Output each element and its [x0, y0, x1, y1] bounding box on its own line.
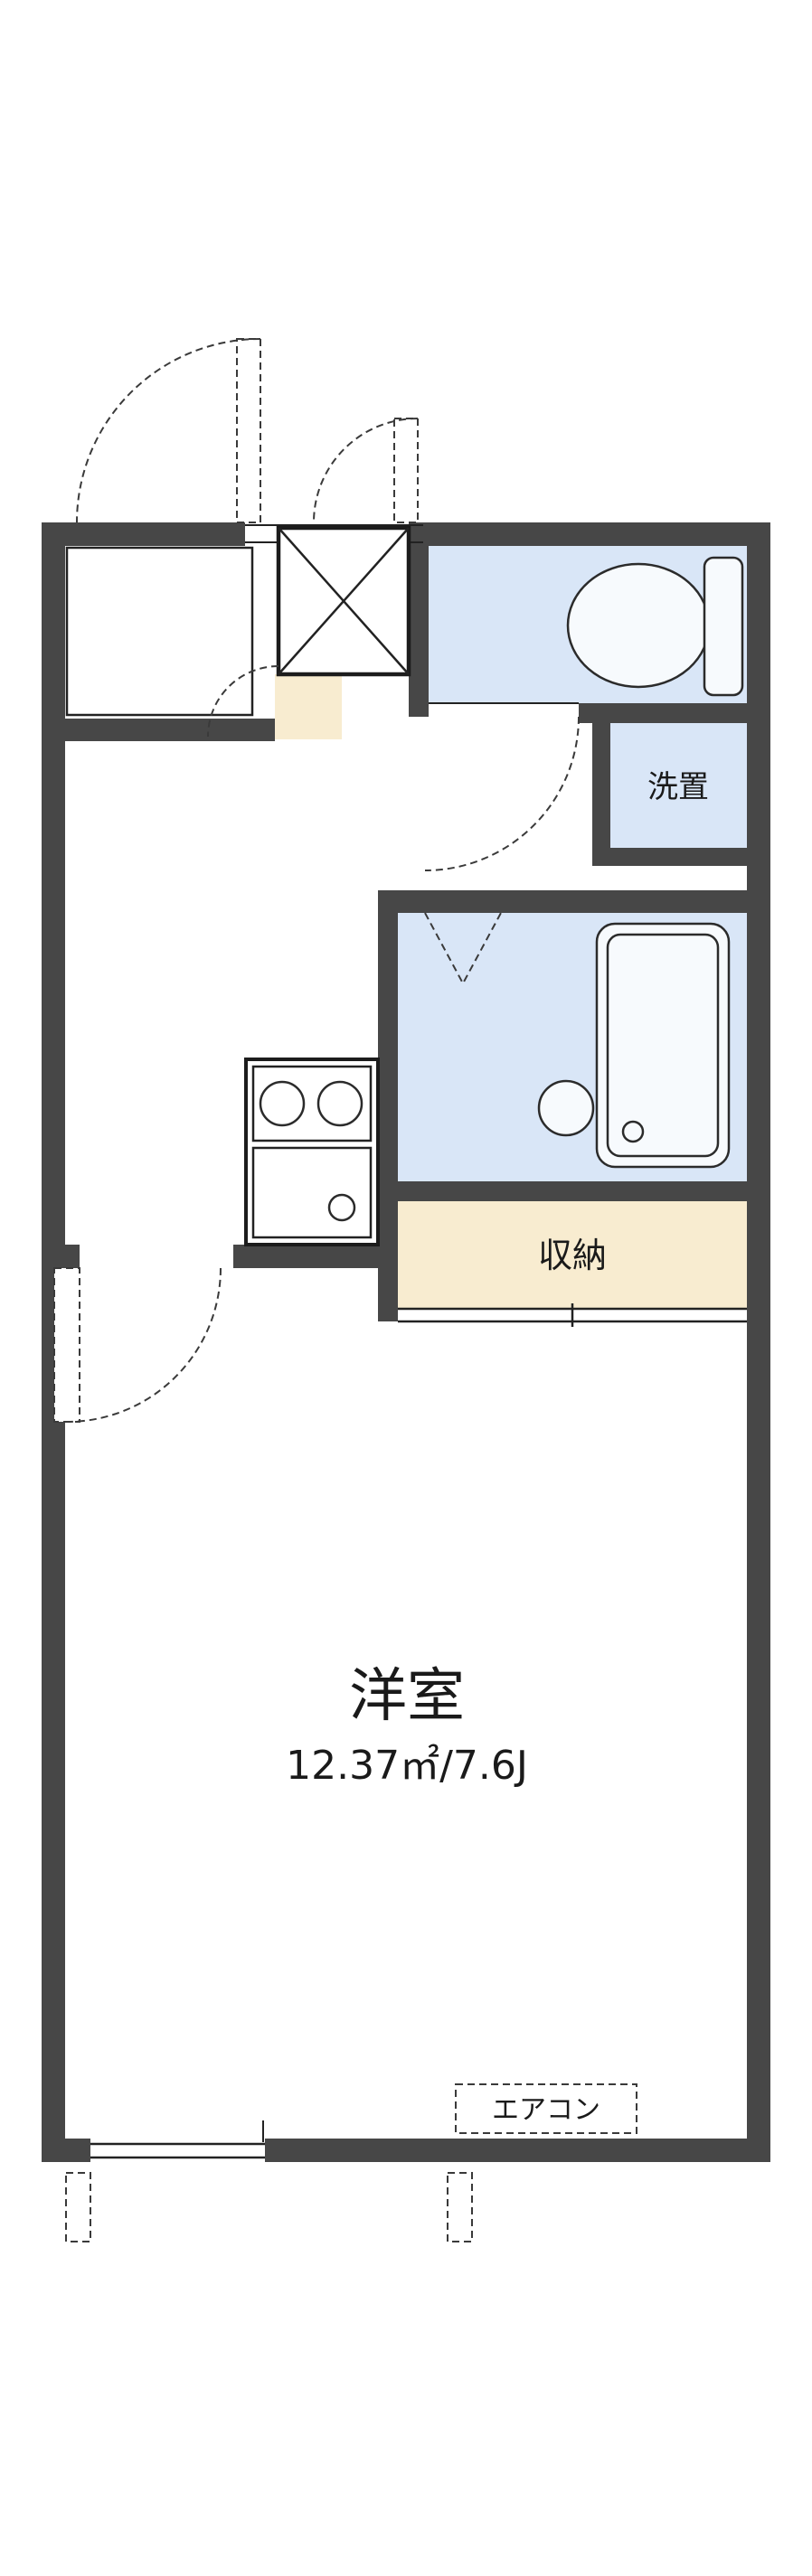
washer-label: 洗置 — [647, 769, 709, 805]
outer-wall-top-right — [423, 522, 770, 546]
wall-washer-left — [592, 723, 610, 866]
bathtub-outer — [595, 922, 731, 1169]
balcony-post-right — [447, 2172, 473, 2242]
bathtub-inner — [606, 933, 720, 1158]
outer-wall-bottom-left — [42, 2139, 90, 2162]
closet-floor — [398, 1201, 747, 1309]
stove-burner-right — [316, 1080, 364, 1127]
sink-drain — [327, 1193, 356, 1222]
stove-burner-left — [259, 1080, 306, 1127]
sink-box — [251, 1146, 373, 1239]
main-room-label: 洋室 — [349, 1663, 465, 1730]
wall-bathroom-bottom — [378, 1181, 770, 1201]
balcony-post-left — [65, 2172, 91, 2242]
bathroom-folding-door — [424, 912, 502, 986]
storage-room-outline — [65, 546, 254, 717]
wall-toilet-bottom — [579, 703, 770, 723]
balcony-posts — [65, 2172, 473, 2242]
aircon-label: エアコン — [492, 2094, 600, 2126]
bath-drain-circle — [537, 1079, 595, 1137]
interior-walls — [42, 522, 770, 1321]
shoe-cabinet-diagonal-2 — [278, 527, 410, 675]
room-labels: 洗置 収納 洋室 12.37㎡/7.6J — [286, 769, 709, 1789]
wall-room-divider-left-stub — [42, 1245, 80, 1268]
washer-room-floor — [610, 723, 747, 848]
entrance-door-leaf-small — [393, 418, 419, 523]
main-room-door-swing — [66, 1267, 222, 1423]
bathtub-drain-dot — [621, 1120, 645, 1143]
entrance-step-swing — [207, 665, 279, 738]
toilet-tank — [703, 556, 744, 697]
wall-bathroom-closet-left — [378, 890, 398, 1321]
kitchen-unit — [244, 1058, 380, 1246]
closet-label: 収納 — [538, 1236, 607, 1275]
outer-wall-top-left — [42, 522, 245, 546]
main-room-door-leaf — [53, 1267, 80, 1423]
entrance-door — [76, 338, 419, 523]
bathroom-fixtures — [424, 912, 731, 1169]
toilet-bowl — [566, 562, 711, 689]
wall-room-divider-right-stub — [233, 1245, 398, 1268]
wall-bathroom-top — [378, 890, 770, 913]
entrance-door-swing-small — [313, 418, 419, 523]
toilet-door-swing — [424, 716, 580, 871]
stove-box — [251, 1065, 373, 1142]
outer-wall-right — [747, 522, 770, 2162]
main-room-size-label: 12.37㎡/7.6J — [286, 1743, 528, 1789]
shoe-cabinet — [276, 525, 411, 677]
entrance-door-leaf-large — [236, 338, 261, 523]
wall-washer-bottom — [592, 848, 770, 866]
aircon-box — [455, 2083, 637, 2134]
wall-toilet-left — [409, 522, 429, 717]
outer-wall-bottom-right — [265, 2139, 770, 2162]
main-room-door — [53, 1267, 222, 1423]
kitchen-counter-outline — [244, 1058, 380, 1246]
wall-under-storage-room — [42, 719, 275, 741]
entrance-floor — [275, 674, 342, 739]
toilet-fixture — [566, 556, 744, 697]
aircon-marker: エアコン — [455, 2083, 637, 2134]
entrance-door-swing-large — [76, 338, 261, 523]
